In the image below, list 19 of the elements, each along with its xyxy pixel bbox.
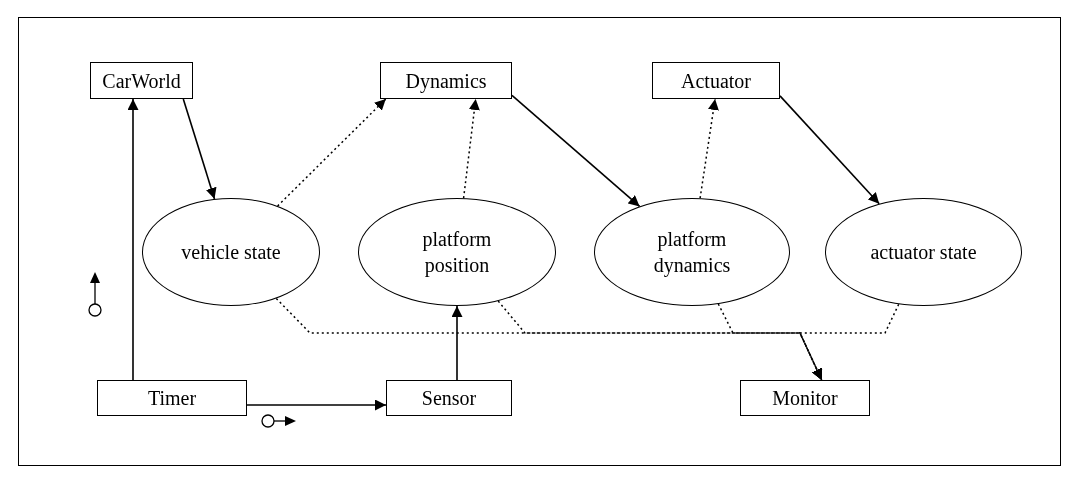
- dotted-arrow: [699, 98, 719, 199]
- process-box: Actuator: [652, 62, 780, 99]
- process-box: Sensor: [386, 380, 512, 416]
- process-box: CarWorld: [90, 62, 193, 99]
- process-box: Timer: [97, 380, 247, 416]
- arrow: [779, 95, 880, 205]
- state-ellipse: platform dynamics: [594, 198, 790, 306]
- state-ellipse: platform position: [358, 198, 556, 306]
- arrow: [511, 94, 641, 208]
- process-box: Dynamics: [380, 62, 512, 99]
- arrow: [127, 98, 139, 381]
- state-ellipse: actuator state: [825, 198, 1022, 306]
- arrow: [451, 305, 463, 381]
- arrow: [246, 399, 387, 411]
- dotted-arrow: [462, 98, 480, 199]
- process-box: Monitor: [740, 380, 870, 416]
- state-ellipse: vehicle state: [142, 198, 320, 306]
- arrow: [182, 98, 217, 200]
- dotted-arrow: [276, 98, 387, 207]
